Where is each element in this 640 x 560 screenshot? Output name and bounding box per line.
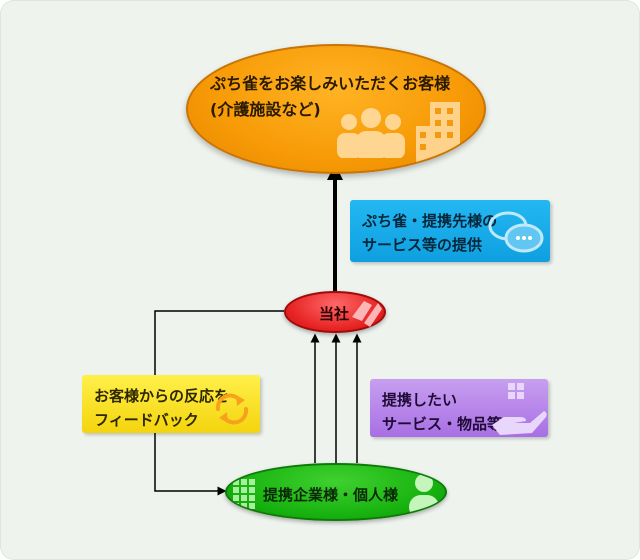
building-icon — [416, 102, 460, 162]
company-label: 当社 — [319, 305, 350, 323]
hand-offering-goods-icon — [492, 383, 547, 435]
people-group-icon — [337, 108, 405, 158]
offer-box-line2: サービス・物品等 — [382, 415, 503, 433]
offer-box-line1: 提携したい — [382, 391, 458, 409]
customer-node: ぷち雀をお楽しみいただくお客様 (介護施設など) — [186, 44, 486, 174]
service-box-line1: ぷち雀・提携先様の — [362, 212, 498, 230]
service-box-line2: サービス等の提供 — [362, 236, 483, 254]
feedback-box: お客様からの反応を フィードバック — [82, 375, 260, 433]
handshake-icon — [352, 301, 382, 327]
company-node: 当社 — [284, 291, 386, 333]
person-icon — [409, 474, 439, 517]
chat-bubbles-icon — [488, 211, 544, 253]
feedback-box-line2: フィードバック — [94, 411, 199, 429]
feedback-box-line1: お客様からの反応を — [94, 387, 230, 405]
partners-label: 提携企業様・個人様 — [263, 486, 399, 504]
service-provision-box: ぷち雀・提携先様の サービス等の提供 — [350, 200, 550, 262]
customer-label-line2: (介護施設など) — [210, 100, 321, 119]
offer-box: 提携したい サービス・物品等 — [370, 379, 548, 437]
cycle-arrows-icon — [215, 393, 249, 425]
building-grid-icon — [233, 479, 255, 509]
customer-label-line1: ぷち雀をお楽しみいただくお客様 — [210, 74, 451, 93]
partners-node: 提携企業様・個人様 — [225, 463, 447, 521]
